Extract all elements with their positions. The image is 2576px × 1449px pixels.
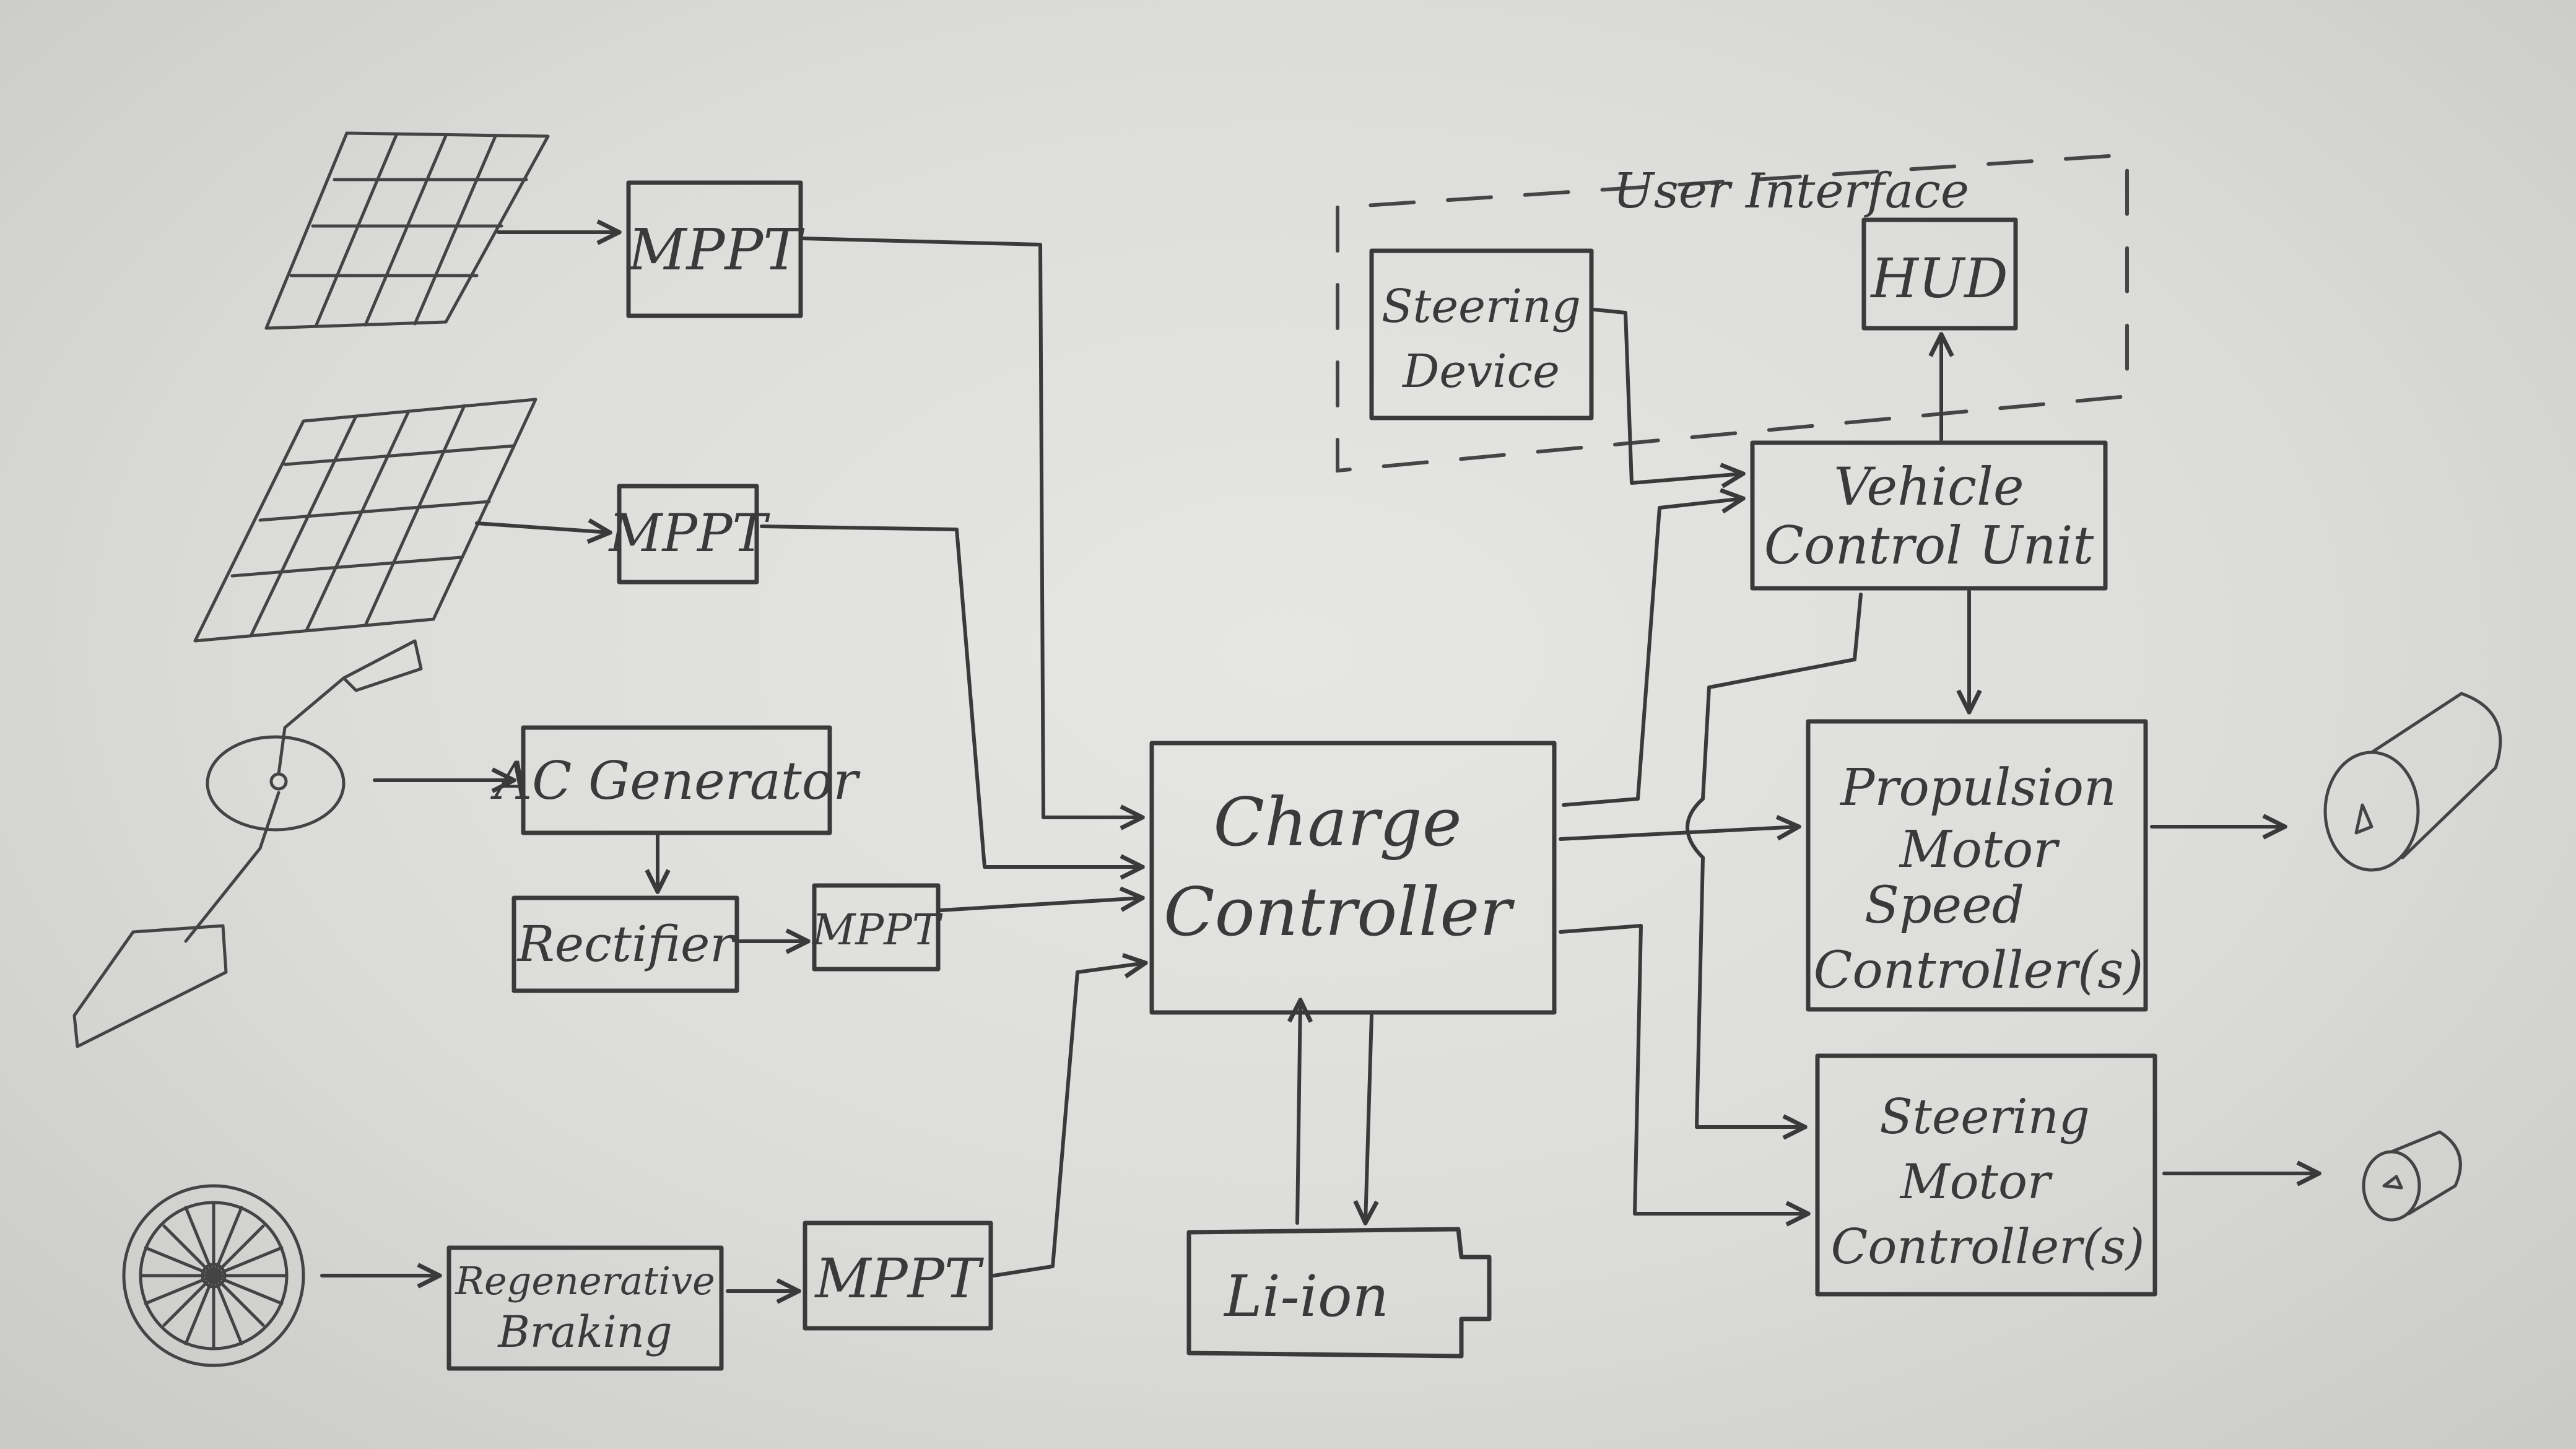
steering-device-label-1: Steering <box>1382 280 1581 333</box>
ac-generator-label: AC Generator <box>490 751 861 811</box>
steer-label-1: Steering <box>1879 1089 2090 1145</box>
rectifier-box: Rectifier <box>511 895 739 993</box>
connectors <box>320 232 2319 1291</box>
prop-label-1: Propulsion <box>1839 759 2117 817</box>
solar-panel-icon <box>193 398 537 643</box>
prop-label-2: Motor <box>1899 820 2061 879</box>
propulsion-controller-box: Propulsion Motor Speed Controller(s) <box>1806 719 2148 1012</box>
mppt-label-3: MPPT <box>811 906 943 955</box>
steering-device-box: Steering Device <box>1369 248 1594 420</box>
charge-controller-box: Charge Controller <box>1149 741 1557 1015</box>
battery-label: Li-ion <box>1223 1263 1389 1329</box>
prop-label-4: Controller(s) <box>1814 941 2144 1000</box>
steer-label-2: Motor <box>1899 1154 2053 1210</box>
battery-box: Li-ion <box>1186 1227 1492 1359</box>
mppt-label-2: MPPT <box>607 503 770 564</box>
steering-controller-box: Steering Motor Controller(s) <box>1815 1053 2157 1297</box>
charge-label-1: Charge <box>1213 784 1461 861</box>
wind-turbine-icon <box>72 639 423 1048</box>
ac-generator-box: AC Generator <box>490 725 861 835</box>
mppt-box-4: MPPT <box>803 1221 993 1331</box>
vcu-label-1: Vehicle <box>1834 456 2024 517</box>
wheel-icon <box>122 1184 305 1367</box>
mppt-box-3: MPPT <box>811 883 943 972</box>
prop-label-3: Speed <box>1865 876 2024 935</box>
solar-panel-icon <box>264 131 550 330</box>
charge-label-2: Controller <box>1164 874 1515 951</box>
regen-label-1: Regenerative <box>455 1258 715 1303</box>
hud-box: HUD <box>1861 217 2018 331</box>
steering-device-label-2: Device <box>1401 345 1560 398</box>
mppt-box-1: MPPT <box>626 180 804 318</box>
vcu-label-2: Control Unit <box>1764 515 2094 576</box>
vehicle-control-unit-box: Vehicle Control Unit <box>1750 440 2108 591</box>
regen-label-2: Braking <box>497 1307 672 1357</box>
hud-label: HUD <box>1869 246 2008 310</box>
steer-label-3: Controller(s) <box>1831 1219 2145 1275</box>
propulsion-motor-icon <box>2323 692 2502 872</box>
user-interface-label: User Interface <box>1613 163 1969 219</box>
user-interface-group: User Interface <box>1336 152 2129 473</box>
steering-motor-icon <box>2362 1130 2462 1222</box>
regenerative-braking-box: Regenerative Braking <box>446 1245 724 1371</box>
mppt-box-2: MPPT <box>607 484 771 585</box>
mppt-label-4: MPPT <box>814 1247 985 1310</box>
rectifier-label: Rectifier <box>516 915 736 973</box>
mppt-label-1: MPPT <box>627 217 804 283</box>
